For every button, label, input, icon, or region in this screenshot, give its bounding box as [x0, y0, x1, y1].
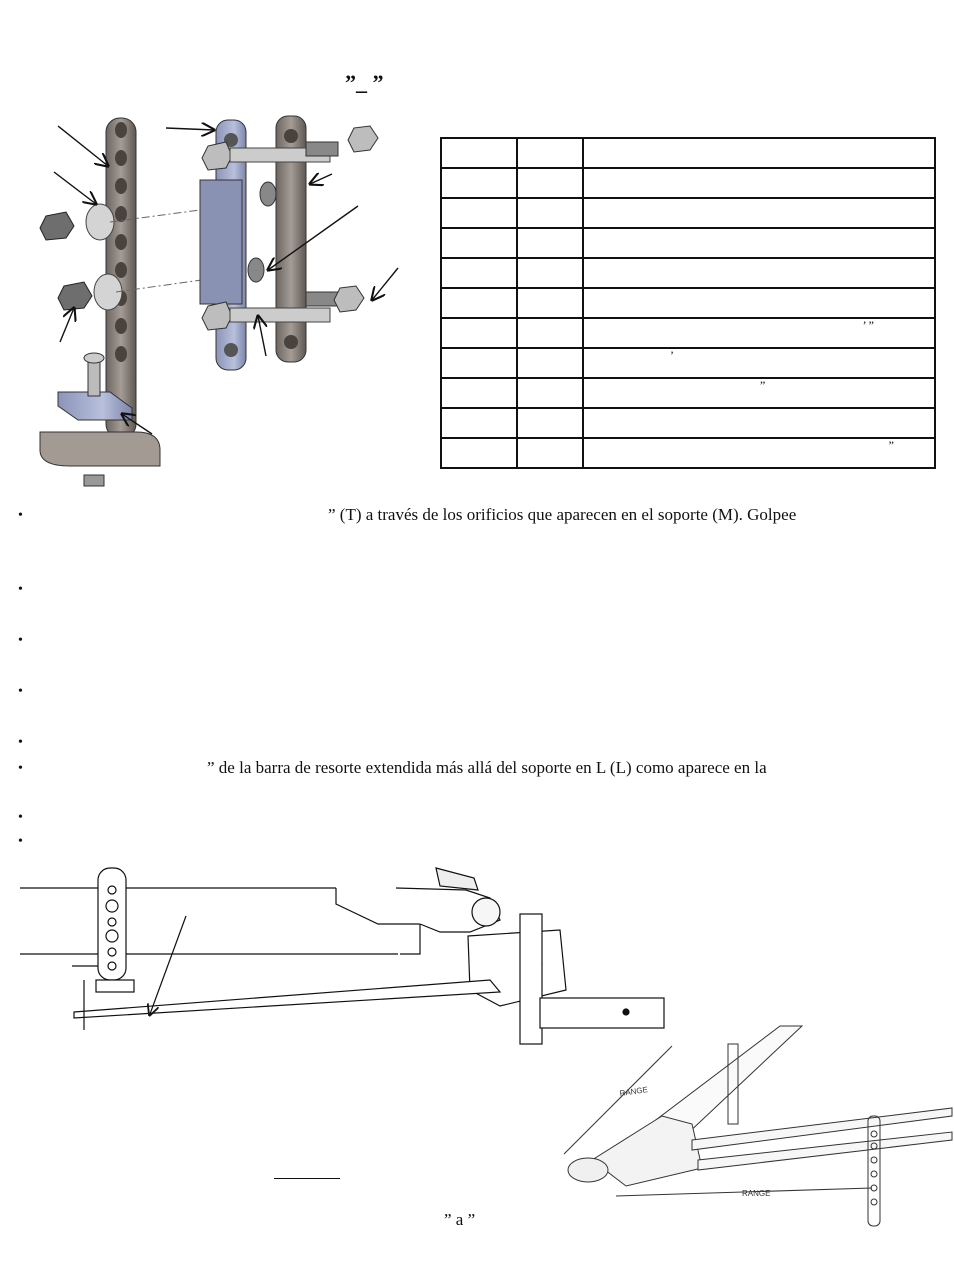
shank-upright — [519, 913, 543, 1045]
table-cell — [440, 137, 518, 169]
frame-l-bracket — [97, 867, 127, 981]
table-cell — [440, 317, 518, 349]
flange-nut-lower — [333, 285, 365, 313]
exploded-assembly-diagram — [39, 115, 399, 487]
range-label-1: RANGE — [619, 1085, 648, 1098]
page-title: ”_ ” — [345, 70, 384, 95]
table-cell — [440, 347, 518, 379]
table-cell — [440, 257, 518, 289]
table-row — [440, 287, 936, 319]
table-cell — [516, 257, 584, 289]
table-cell — [516, 407, 584, 439]
bracket-left — [727, 1043, 739, 1125]
clamp-bolt — [87, 359, 101, 397]
table-row: ” — [440, 377, 936, 409]
table-cell — [582, 197, 936, 229]
table-cell — [440, 377, 518, 409]
bullet-text: ” (T) a través de los orificios que apar… — [328, 505, 797, 524]
table-cell: ” — [582, 377, 936, 409]
table-row — [440, 167, 936, 199]
table-cell — [440, 227, 518, 259]
bullet-text: ” de la barra de resorte extendida más a… — [207, 758, 767, 777]
bullet-symbol: • — [18, 834, 23, 849]
callout-arrows — [53, 126, 399, 435]
table-cell — [582, 227, 936, 259]
spacer-upper — [259, 181, 277, 207]
table-cell — [582, 167, 936, 199]
table-cell — [516, 287, 584, 319]
table-row: ’ ” — [440, 317, 936, 349]
table-cell — [516, 347, 584, 379]
table-row — [440, 137, 936, 169]
coupler-latch — [435, 867, 479, 891]
table-cell — [440, 167, 518, 199]
table-cell: ’ — [582, 347, 936, 379]
bullet-symbol: • — [18, 684, 23, 699]
clamp-nut — [83, 474, 105, 487]
bullet-symbol: • — [18, 582, 23, 597]
spring-bar-lower — [697, 1131, 953, 1171]
right-plate — [275, 115, 307, 363]
range-dimension-line-2 — [615, 1187, 873, 1197]
table-cell — [516, 377, 584, 409]
perspective-range-figure: RANGE RANGE — [563, 1025, 953, 1227]
callout-arrow — [150, 915, 187, 1014]
hitch-head — [467, 929, 567, 1007]
underline-mark — [274, 1178, 340, 1179]
table-cell — [516, 197, 584, 229]
table-cell — [440, 287, 518, 319]
table-cell: ’ ” — [582, 317, 936, 349]
l-bracket — [39, 117, 161, 467]
table-row — [440, 197, 936, 229]
range-dimension-line-1 — [563, 1045, 673, 1155]
table-cell — [516, 317, 584, 349]
washer-upper — [85, 203, 115, 241]
table-cell — [516, 137, 584, 169]
hitch-ball — [471, 897, 501, 927]
table-cell — [440, 437, 518, 469]
coupler-perspective — [591, 1115, 703, 1187]
bullet-symbol: • — [18, 508, 23, 523]
table-row: ’ — [440, 347, 936, 379]
table-cell — [516, 227, 584, 259]
washer-lower — [93, 273, 123, 311]
table-cell — [516, 437, 584, 469]
side-view-hitch-figure — [20, 867, 665, 1045]
coupler-housing — [395, 887, 501, 933]
hex-nut-upper — [39, 211, 75, 241]
table-cell — [516, 167, 584, 199]
bullet-symbol: • — [18, 633, 23, 648]
bracket-right — [867, 1115, 881, 1227]
table-row — [440, 407, 936, 439]
range-label-2: RANGE — [742, 1189, 770, 1198]
table-cell — [582, 137, 936, 169]
bolt-upper — [201, 141, 339, 171]
bullet-symbol: • — [18, 735, 23, 750]
spring-bar — [73, 979, 502, 1019]
table-row — [440, 227, 936, 259]
table-row — [440, 257, 936, 289]
table-cell — [582, 287, 936, 319]
spacer-lower — [247, 257, 265, 283]
table-cell — [582, 257, 936, 289]
table-cell — [582, 407, 936, 439]
parts-table: ’ ” ’ ” ” — [440, 137, 936, 469]
flange-nut-upper — [347, 125, 379, 153]
table-cell — [440, 407, 518, 439]
table-cell — [440, 197, 518, 229]
hex-nut-lower — [57, 281, 93, 311]
coupler-body — [335, 888, 421, 955]
spring-bar-upper — [691, 1107, 953, 1151]
bullet-symbol: • — [18, 810, 23, 825]
bottom-caption: ” a ” — [444, 1210, 476, 1229]
table-cell: ” — [582, 437, 936, 469]
shank-bar — [539, 997, 665, 1029]
table-row: ” — [440, 437, 936, 469]
bullet-symbol: • — [18, 761, 23, 776]
